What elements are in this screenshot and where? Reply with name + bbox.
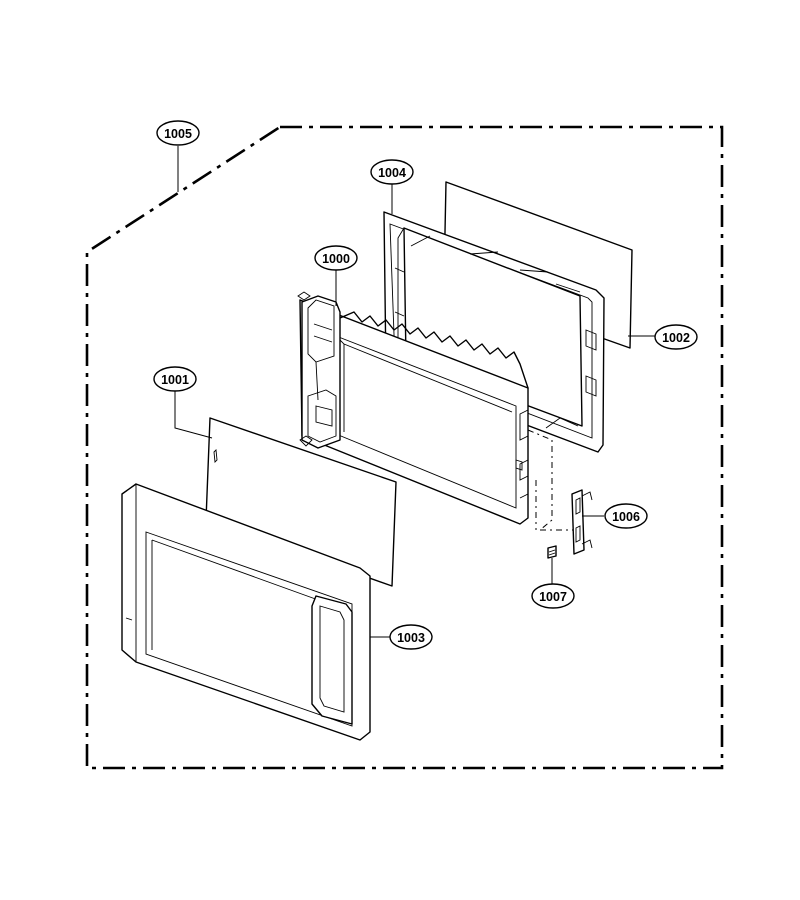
callout-1003: 1003 — [389, 624, 433, 650]
callout-1001: 1001 — [153, 366, 197, 392]
callout-1002-text: 1002 — [662, 331, 690, 345]
callout-1007: 1007 — [531, 583, 575, 609]
callout-1002: 1002 — [654, 324, 698, 350]
leader-1001 — [174, 391, 213, 439]
callout-1001-text: 1001 — [161, 373, 189, 387]
callout-1007-text: 1007 — [539, 590, 567, 604]
part-1007-spring — [547, 545, 557, 559]
callout-1000-text: 1000 — [322, 252, 350, 266]
callout-1006-text: 1006 — [612, 510, 640, 524]
callout-1005-text: 1005 — [164, 127, 192, 141]
callout-1000: 1000 — [314, 245, 358, 271]
callout-1004-text: 1004 — [378, 166, 406, 180]
callout-1004: 1004 — [370, 159, 414, 185]
callout-1006: 1006 — [604, 503, 648, 529]
callout-1003-text: 1003 — [397, 631, 425, 645]
part-1001-panel — [205, 417, 397, 587]
callout-1005: 1005 — [156, 120, 200, 146]
part-1000-door-frame — [297, 291, 529, 525]
part-1006-latch — [571, 489, 593, 555]
assembly-boundary — [85, 125, 724, 770]
part-1003-door-panel — [121, 483, 371, 741]
